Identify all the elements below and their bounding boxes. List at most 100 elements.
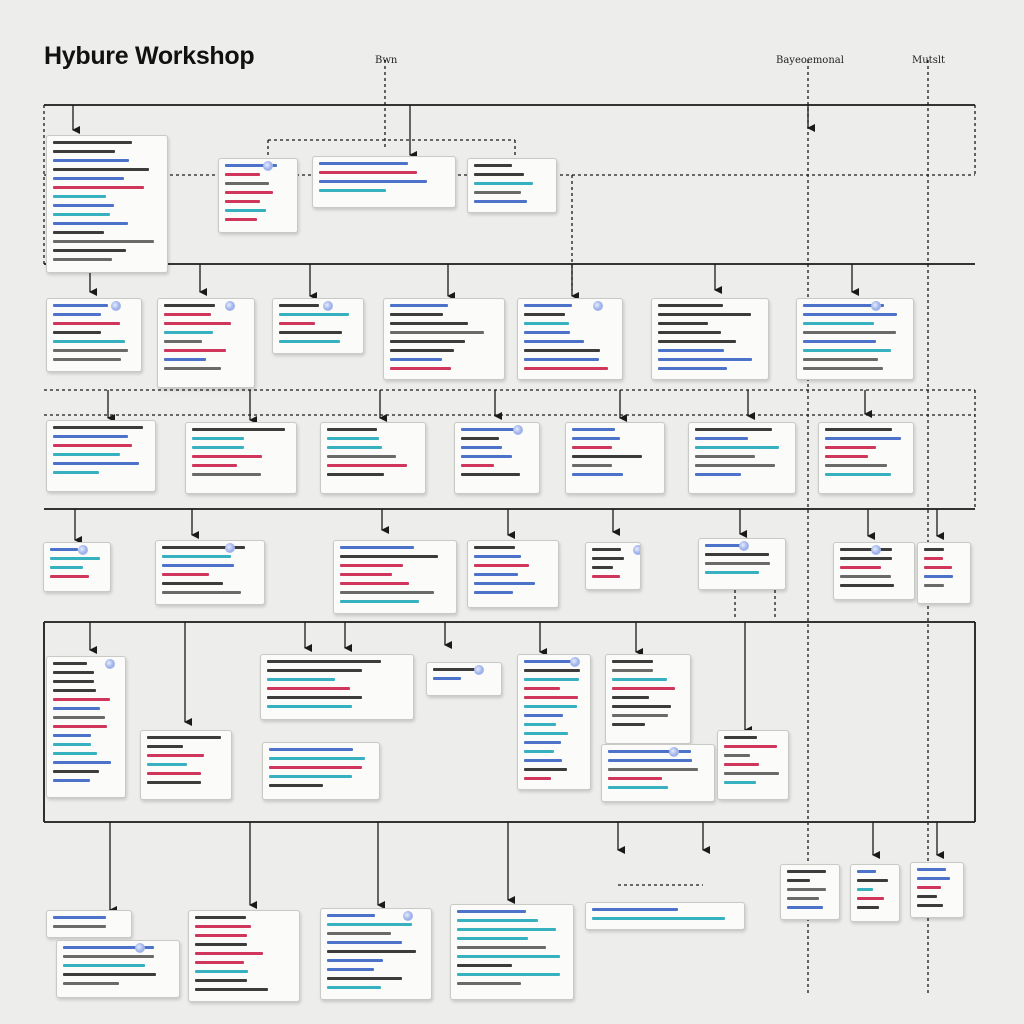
flowchart-node[interactable]	[717, 730, 789, 800]
node-text-line	[267, 696, 362, 699]
node-text-line	[53, 150, 115, 153]
flowchart-node[interactable]	[780, 864, 840, 920]
flowchart-node[interactable]	[698, 538, 786, 590]
flowchart-node[interactable]	[218, 158, 298, 233]
flowchart-node[interactable]	[46, 420, 156, 492]
node-text-line	[63, 946, 154, 949]
flowchart-node[interactable]	[818, 422, 914, 494]
node-text-line	[474, 564, 529, 567]
flowchart-node[interactable]	[157, 298, 255, 388]
node-text-line	[279, 304, 319, 307]
flowchart-node[interactable]	[565, 422, 665, 494]
node-text-line	[524, 732, 568, 735]
flowchart-node[interactable]	[333, 540, 457, 614]
flowchart-node[interactable]	[383, 298, 505, 380]
node-text-line	[53, 249, 126, 252]
flowchart-node[interactable]	[651, 298, 769, 380]
node-text-line	[267, 660, 381, 663]
node-text-line	[53, 725, 107, 728]
node-text-line	[267, 687, 350, 690]
flowchart-node[interactable]	[833, 542, 915, 600]
flowchart-node[interactable]	[43, 542, 111, 592]
node-status-icon	[871, 545, 881, 555]
flowchart-node[interactable]	[796, 298, 914, 380]
node-text-line	[787, 870, 826, 873]
node-text-line	[267, 678, 335, 681]
node-text-line	[524, 349, 600, 352]
node-text-line	[524, 705, 577, 708]
flowchart-node[interactable]	[917, 542, 971, 604]
node-text-line	[803, 313, 897, 316]
node-text-line	[474, 546, 515, 549]
flowchart-node[interactable]	[262, 742, 380, 800]
node-status-icon	[135, 943, 145, 953]
node-text-line	[164, 322, 231, 325]
flowchart-node[interactable]	[601, 744, 715, 802]
flowchart-node[interactable]	[454, 422, 540, 494]
flowchart-node[interactable]	[585, 902, 745, 930]
flowchart-node[interactable]	[517, 654, 591, 790]
node-text-line	[461, 464, 494, 467]
flowchart-node[interactable]	[155, 540, 265, 605]
flowchart-node[interactable]	[450, 904, 574, 1000]
node-text-line	[225, 164, 277, 167]
node-text-line	[695, 428, 772, 431]
flowchart-node[interactable]	[46, 910, 132, 938]
node-text-line	[53, 707, 100, 710]
flowchart-node[interactable]	[272, 298, 364, 354]
flowchart-node[interactable]	[320, 422, 426, 494]
flowchart-node[interactable]	[320, 908, 432, 1000]
node-text-line	[50, 575, 89, 578]
node-text-line	[53, 662, 87, 665]
flowchart-node[interactable]	[426, 662, 502, 696]
node-text-line	[787, 888, 826, 891]
node-status-icon	[225, 543, 235, 553]
node-text-line	[524, 367, 608, 370]
flowchart-node[interactable]	[467, 158, 557, 213]
node-text-line	[53, 340, 125, 343]
node-text-line	[63, 973, 156, 976]
flowchart-node[interactable]	[56, 940, 180, 998]
flowchart-node[interactable]	[312, 156, 456, 208]
node-text-line	[474, 191, 521, 194]
node-text-line	[195, 979, 247, 982]
node-text-line	[705, 562, 770, 565]
node-text-line	[592, 575, 620, 578]
flowchart-node[interactable]	[260, 654, 414, 720]
flowchart-node[interactable]	[910, 862, 964, 918]
node-text-line	[658, 304, 723, 307]
flowchart-node[interactable]	[140, 730, 232, 800]
flowchart-node[interactable]	[46, 656, 126, 798]
node-text-line	[572, 455, 642, 458]
node-text-line	[658, 331, 721, 334]
flowchart-node[interactable]	[850, 864, 900, 922]
node-status-icon	[111, 301, 121, 311]
flowchart-node[interactable]	[185, 422, 297, 494]
page-title: Hybure Workshop	[44, 42, 255, 70]
node-text-line	[474, 182, 533, 185]
node-text-line	[53, 671, 94, 674]
node-text-line	[524, 678, 579, 681]
node-status-icon	[871, 301, 881, 311]
node-status-icon	[739, 541, 749, 551]
flowchart-node[interactable]	[605, 654, 691, 744]
flowchart-node[interactable]	[46, 298, 142, 372]
node-text-line	[195, 943, 247, 946]
flowchart-node[interactable]	[517, 298, 623, 380]
node-status-icon	[78, 545, 88, 555]
flowchart-node[interactable]	[188, 910, 300, 1002]
flowchart-node[interactable]	[46, 135, 168, 273]
flowchart-node[interactable]	[467, 540, 559, 608]
node-text-line	[612, 669, 653, 672]
node-text-line	[195, 952, 263, 955]
node-text-line	[524, 304, 572, 307]
node-text-line	[917, 868, 946, 871]
node-text-line	[572, 437, 620, 440]
node-status-icon	[403, 911, 413, 921]
flowchart-node[interactable]	[585, 542, 641, 590]
node-text-line	[53, 168, 149, 171]
flowchart-node[interactable]	[688, 422, 796, 494]
node-text-line	[53, 770, 99, 773]
node-text-line	[164, 331, 213, 334]
node-text-line	[319, 189, 386, 192]
